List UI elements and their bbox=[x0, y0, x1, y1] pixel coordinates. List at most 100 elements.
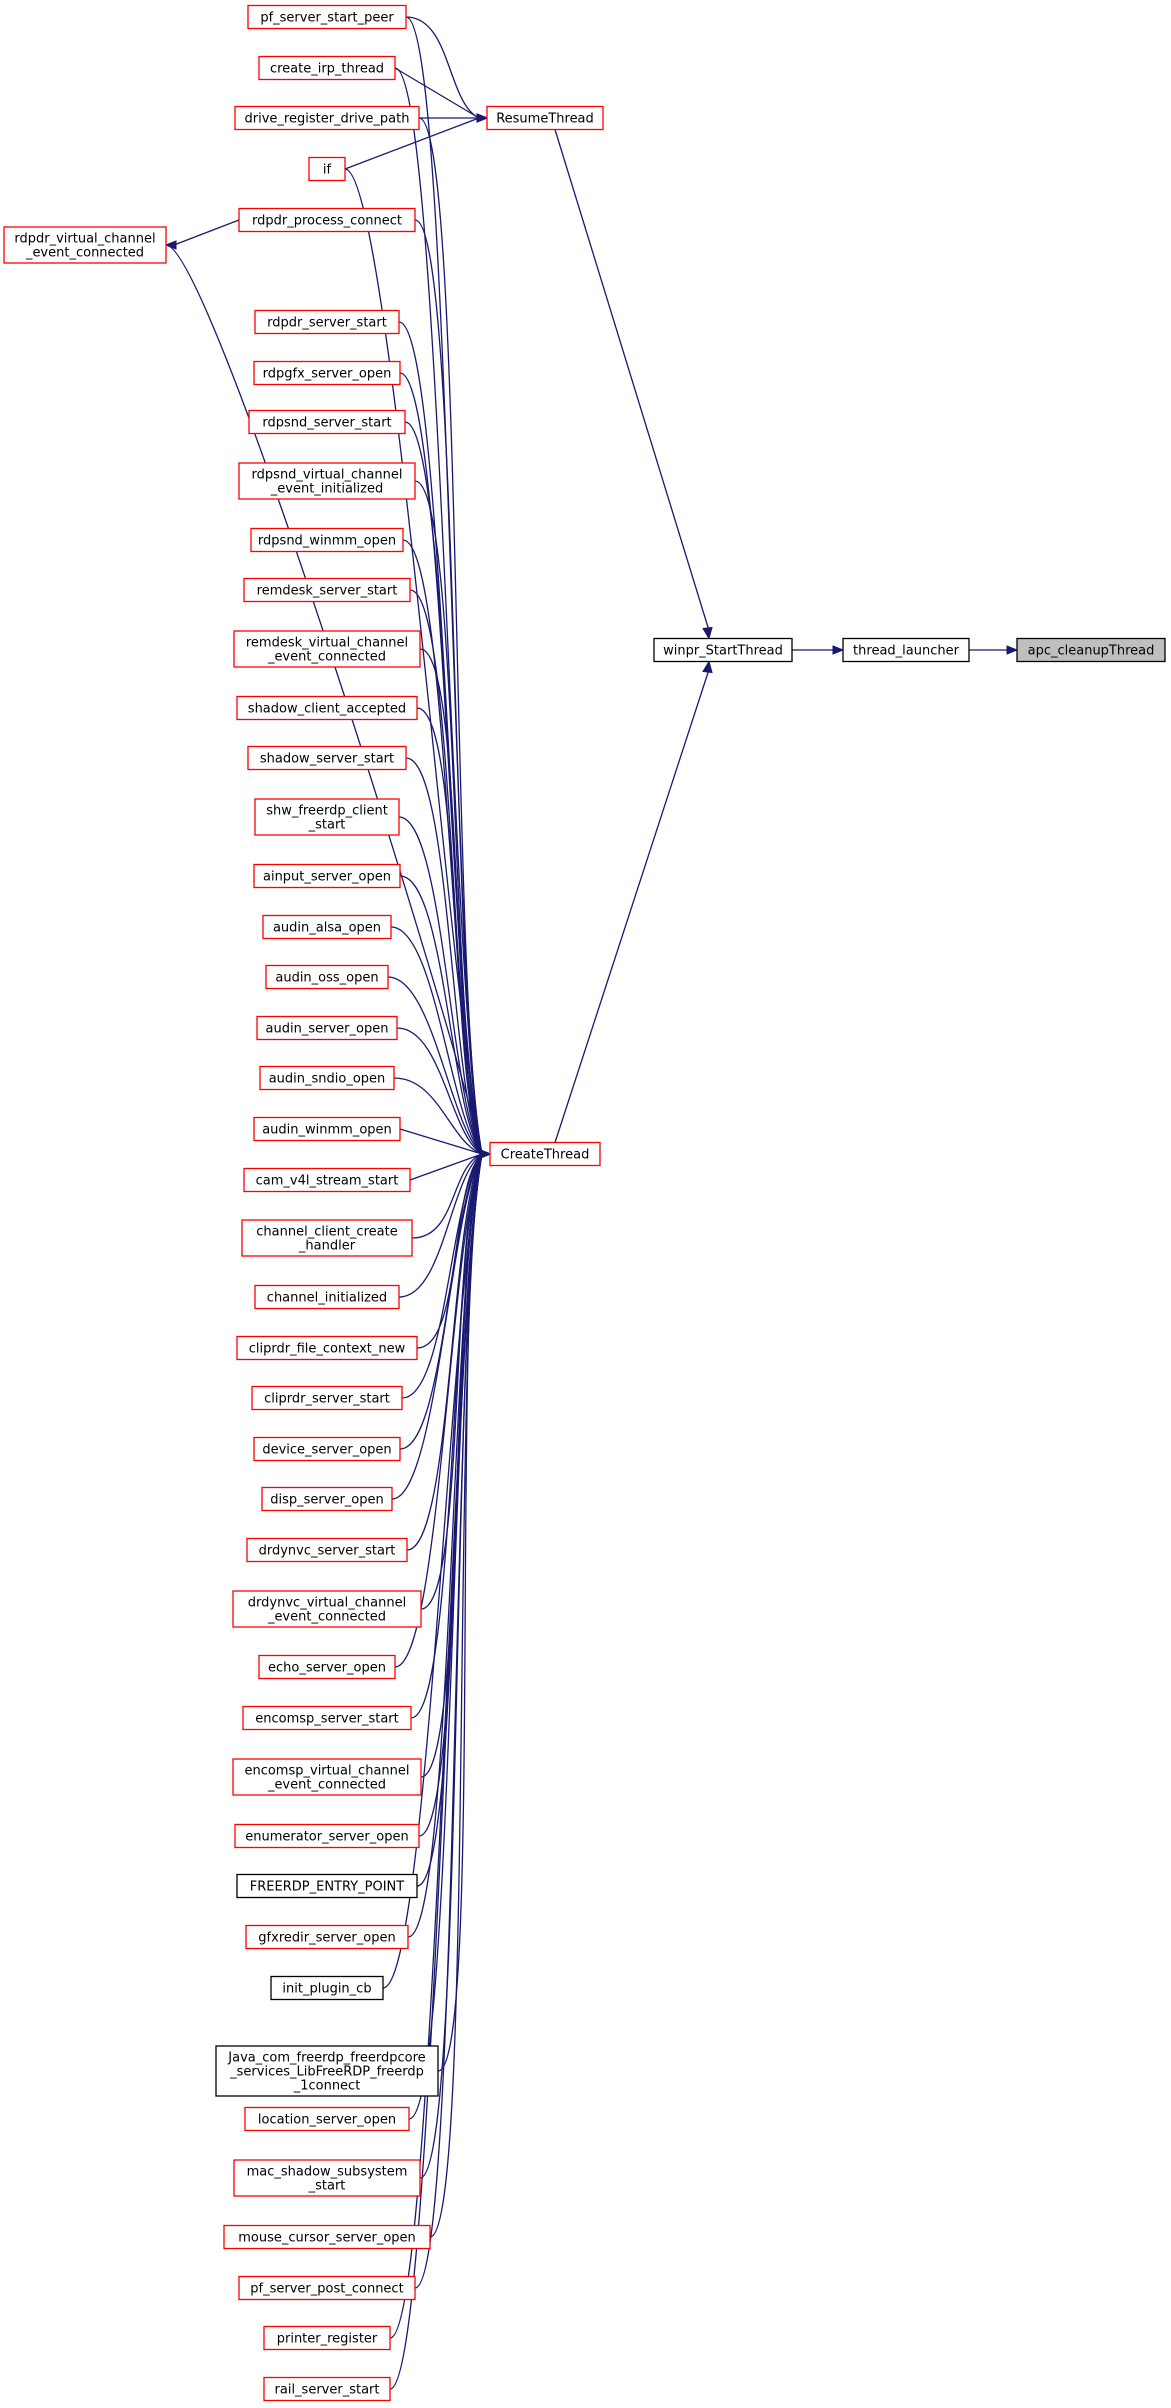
node-label: rdpdr_process_connect bbox=[252, 214, 402, 229]
node-box bbox=[261, 1486, 393, 1512]
graph-node-remdesk-virtual-channel-event-connected[interactable]: remdesk_virtual_channel_event_connected bbox=[233, 630, 421, 668]
node-label: _event_connected bbox=[267, 650, 386, 665]
graph-node-mouse-cursor-server-open[interactable]: mouse_cursor_server_open bbox=[223, 2224, 431, 2250]
graph-node-rdpgfx-server-open[interactable]: rdpgfx_server_open bbox=[253, 360, 401, 386]
graph-node-encomsp-server-start[interactable]: encomsp_server_start bbox=[242, 1705, 412, 1731]
node-label: _handler bbox=[298, 1239, 356, 1254]
node-label: gfxredir_server_open bbox=[258, 1931, 395, 1946]
node-box bbox=[270, 1975, 384, 2001]
node-label: _event_connected bbox=[267, 1610, 386, 1625]
graph-node-printer-register[interactable]: printer_register bbox=[263, 2325, 391, 2351]
graph-node-rdpsnd-winmm-open[interactable]: rdpsnd_winmm_open bbox=[250, 527, 404, 553]
graph-node-shw-freerdp-client-start[interactable]: shw_freerdp_client_start bbox=[254, 798, 400, 836]
node-box bbox=[236, 1873, 418, 1899]
node-box bbox=[259, 1065, 395, 1091]
node-label: pf_server_start_peer bbox=[260, 11, 394, 26]
graph-node-drdynvc-server-start[interactable]: drdynvc_server_start bbox=[246, 1537, 408, 1563]
node-label: remdesk_virtual_channel bbox=[246, 636, 408, 651]
graph-node-shadow-server-start[interactable]: shadow_server_start bbox=[247, 745, 407, 771]
graph-node-gfxredir-server-open[interactable]: gfxredir_server_open bbox=[245, 1924, 409, 1950]
graph-node-ainput-server-open[interactable]: ainput_server_open bbox=[253, 863, 401, 889]
node-box bbox=[3, 226, 167, 264]
graph-node-winpr-startthread[interactable]: winpr_StartThread bbox=[653, 637, 793, 663]
node-box bbox=[238, 462, 416, 500]
node-label: device_server_open bbox=[262, 1443, 391, 1458]
node-box bbox=[244, 2106, 410, 2132]
graph-node-rdpsnd-virtual-channel-event-initialized[interactable]: rdpsnd_virtual_channel_event_initialized bbox=[238, 462, 416, 500]
node-label: if bbox=[323, 163, 332, 178]
graph-node-channel-client-create-handler[interactable]: channel_client_create_handler bbox=[241, 1219, 413, 1257]
graph-node-rdpdr-server-start[interactable]: rdpdr_server_start bbox=[254, 309, 400, 335]
arrow-head-icon bbox=[1006, 645, 1019, 655]
node-box bbox=[263, 2376, 391, 2402]
node-box bbox=[253, 1436, 401, 1462]
node-label: create_irp_thread bbox=[270, 62, 384, 77]
graph-node-audin-sndio-open[interactable]: audin_sndio_open bbox=[259, 1065, 395, 1091]
graph-node-rdpsnd-server-start[interactable]: rdpsnd_server_start bbox=[248, 409, 406, 435]
graph-node-location-server-open[interactable]: location_server_open bbox=[244, 2106, 410, 2132]
graph-node-echo-server-open[interactable]: echo_server_open bbox=[258, 1654, 396, 1680]
node-box bbox=[247, 745, 407, 771]
graph-node-device-server-open[interactable]: device_server_open bbox=[253, 1436, 401, 1462]
graph-node-drdynvc-virtual-channel-event-connected[interactable]: drdynvc_virtual_channel_event_connected bbox=[232, 1590, 422, 1628]
graph-node-disp-server-open[interactable]: disp_server_open bbox=[261, 1486, 393, 1512]
graph-node-cliprdr-file-context-new[interactable]: cliprdr_file_context_new bbox=[236, 1335, 418, 1361]
call-edge bbox=[969, 645, 1019, 655]
node-box bbox=[223, 2224, 431, 2250]
graph-node-rdpdr-process-connect[interactable]: rdpdr_process_connect bbox=[238, 207, 416, 233]
graph-node-mac-shadow-subsystem-start[interactable]: mac_shadow_subsystem_start bbox=[233, 2159, 421, 2197]
graph-node-channel-initialized[interactable]: channel_initialized bbox=[254, 1284, 400, 1310]
graph-node-rdpdr-virtual-channel-event-connected[interactable]: rdpdr_virtual_channel_event_connected bbox=[3, 226, 167, 264]
graph-node-enumerator-server-open[interactable]: enumerator_server_open bbox=[234, 1823, 420, 1849]
call-edge bbox=[554, 660, 713, 1143]
node-label: rdpdr_virtual_channel bbox=[14, 232, 155, 247]
graph-node-java-com-freerdp[interactable]: Java_com_freerdp_freerdpcore_services_Li… bbox=[215, 2045, 439, 2097]
node-label: apc_cleanupThread bbox=[1028, 644, 1155, 659]
graph-node-freerdp-entry-point[interactable]: FREERDP_ENTRY_POINT bbox=[236, 1873, 418, 1899]
graph-node-encomsp-virtual-channel-event-connected[interactable]: encomsp_virtual_channel_event_connected bbox=[232, 1758, 422, 1796]
graph-node-apc-cleanupthread[interactable]: apc_cleanupThread bbox=[1016, 637, 1166, 663]
node-box bbox=[245, 1924, 409, 1950]
graph-node-create-irp-thread[interactable]: create_irp_thread bbox=[258, 55, 396, 81]
node-box bbox=[215, 2045, 439, 2097]
node-box bbox=[243, 1167, 411, 1193]
node-box bbox=[247, 4, 407, 30]
node-label: _event_connected bbox=[25, 246, 144, 261]
call-edge bbox=[416, 1149, 492, 1349]
node-label: rdpsnd_server_start bbox=[262, 416, 391, 431]
node-box bbox=[308, 156, 346, 182]
graph-node-if[interactable]: if bbox=[308, 156, 346, 182]
graph-node-audin-winmm-open[interactable]: audin_winmm_open bbox=[253, 1116, 401, 1142]
node-box bbox=[486, 105, 604, 131]
node-label: rdpsnd_winmm_open bbox=[258, 534, 396, 549]
graph-node-audin-alsa-open[interactable]: audin_alsa_open bbox=[262, 914, 392, 940]
node-box bbox=[232, 1758, 422, 1796]
call-edge bbox=[344, 113, 489, 170]
graph-node-drive-register-drive-path[interactable]: drive_register_drive_path bbox=[234, 105, 420, 131]
graph-node-resumethread[interactable]: ResumeThread bbox=[486, 105, 604, 131]
graph-node-rail-server-start[interactable]: rail_server_start bbox=[263, 2376, 391, 2402]
node-label: cliprdr_file_context_new bbox=[249, 1342, 406, 1357]
graph-node-pf-server-post-connect[interactable]: pf_server_post_connect bbox=[238, 2275, 416, 2301]
graph-node-cam-v4l-stream-start[interactable]: cam_v4l_stream_start bbox=[243, 1167, 411, 1193]
arrow-head-icon bbox=[479, 1149, 492, 1159]
graph-node-audin-oss-open[interactable]: audin_oss_open bbox=[265, 964, 389, 990]
node-box bbox=[241, 1219, 413, 1257]
node-label: _event_initialized bbox=[270, 482, 383, 497]
graph-node-thread-launcher[interactable]: thread_launcher bbox=[842, 637, 970, 663]
node-box bbox=[234, 105, 420, 131]
node-label: ResumeThread bbox=[496, 112, 594, 127]
graph-node-cliprdr-server-start[interactable]: cliprdr_server_start bbox=[251, 1385, 403, 1411]
graph-node-audin-server-open[interactable]: audin_server_open bbox=[256, 1015, 398, 1041]
call-edge bbox=[792, 645, 845, 655]
graph-node-remdesk-server-start[interactable]: remdesk_server_start bbox=[243, 577, 411, 603]
node-label: shw_freerdp_client bbox=[266, 804, 388, 819]
node-box bbox=[251, 1385, 403, 1411]
node-box bbox=[253, 863, 401, 889]
graph-node-init-plugin-cb[interactable]: init_plugin_cb bbox=[270, 1975, 384, 2001]
node-box bbox=[1016, 637, 1166, 663]
node-label: disp_server_open bbox=[270, 1493, 383, 1508]
graph-node-shadow-client-accepted[interactable]: shadow_client_accepted bbox=[236, 695, 418, 721]
graph-node-createthread[interactable]: CreateThread bbox=[489, 1141, 601, 1167]
graph-node-pf-server-start-peer[interactable]: pf_server_start_peer bbox=[247, 4, 407, 30]
